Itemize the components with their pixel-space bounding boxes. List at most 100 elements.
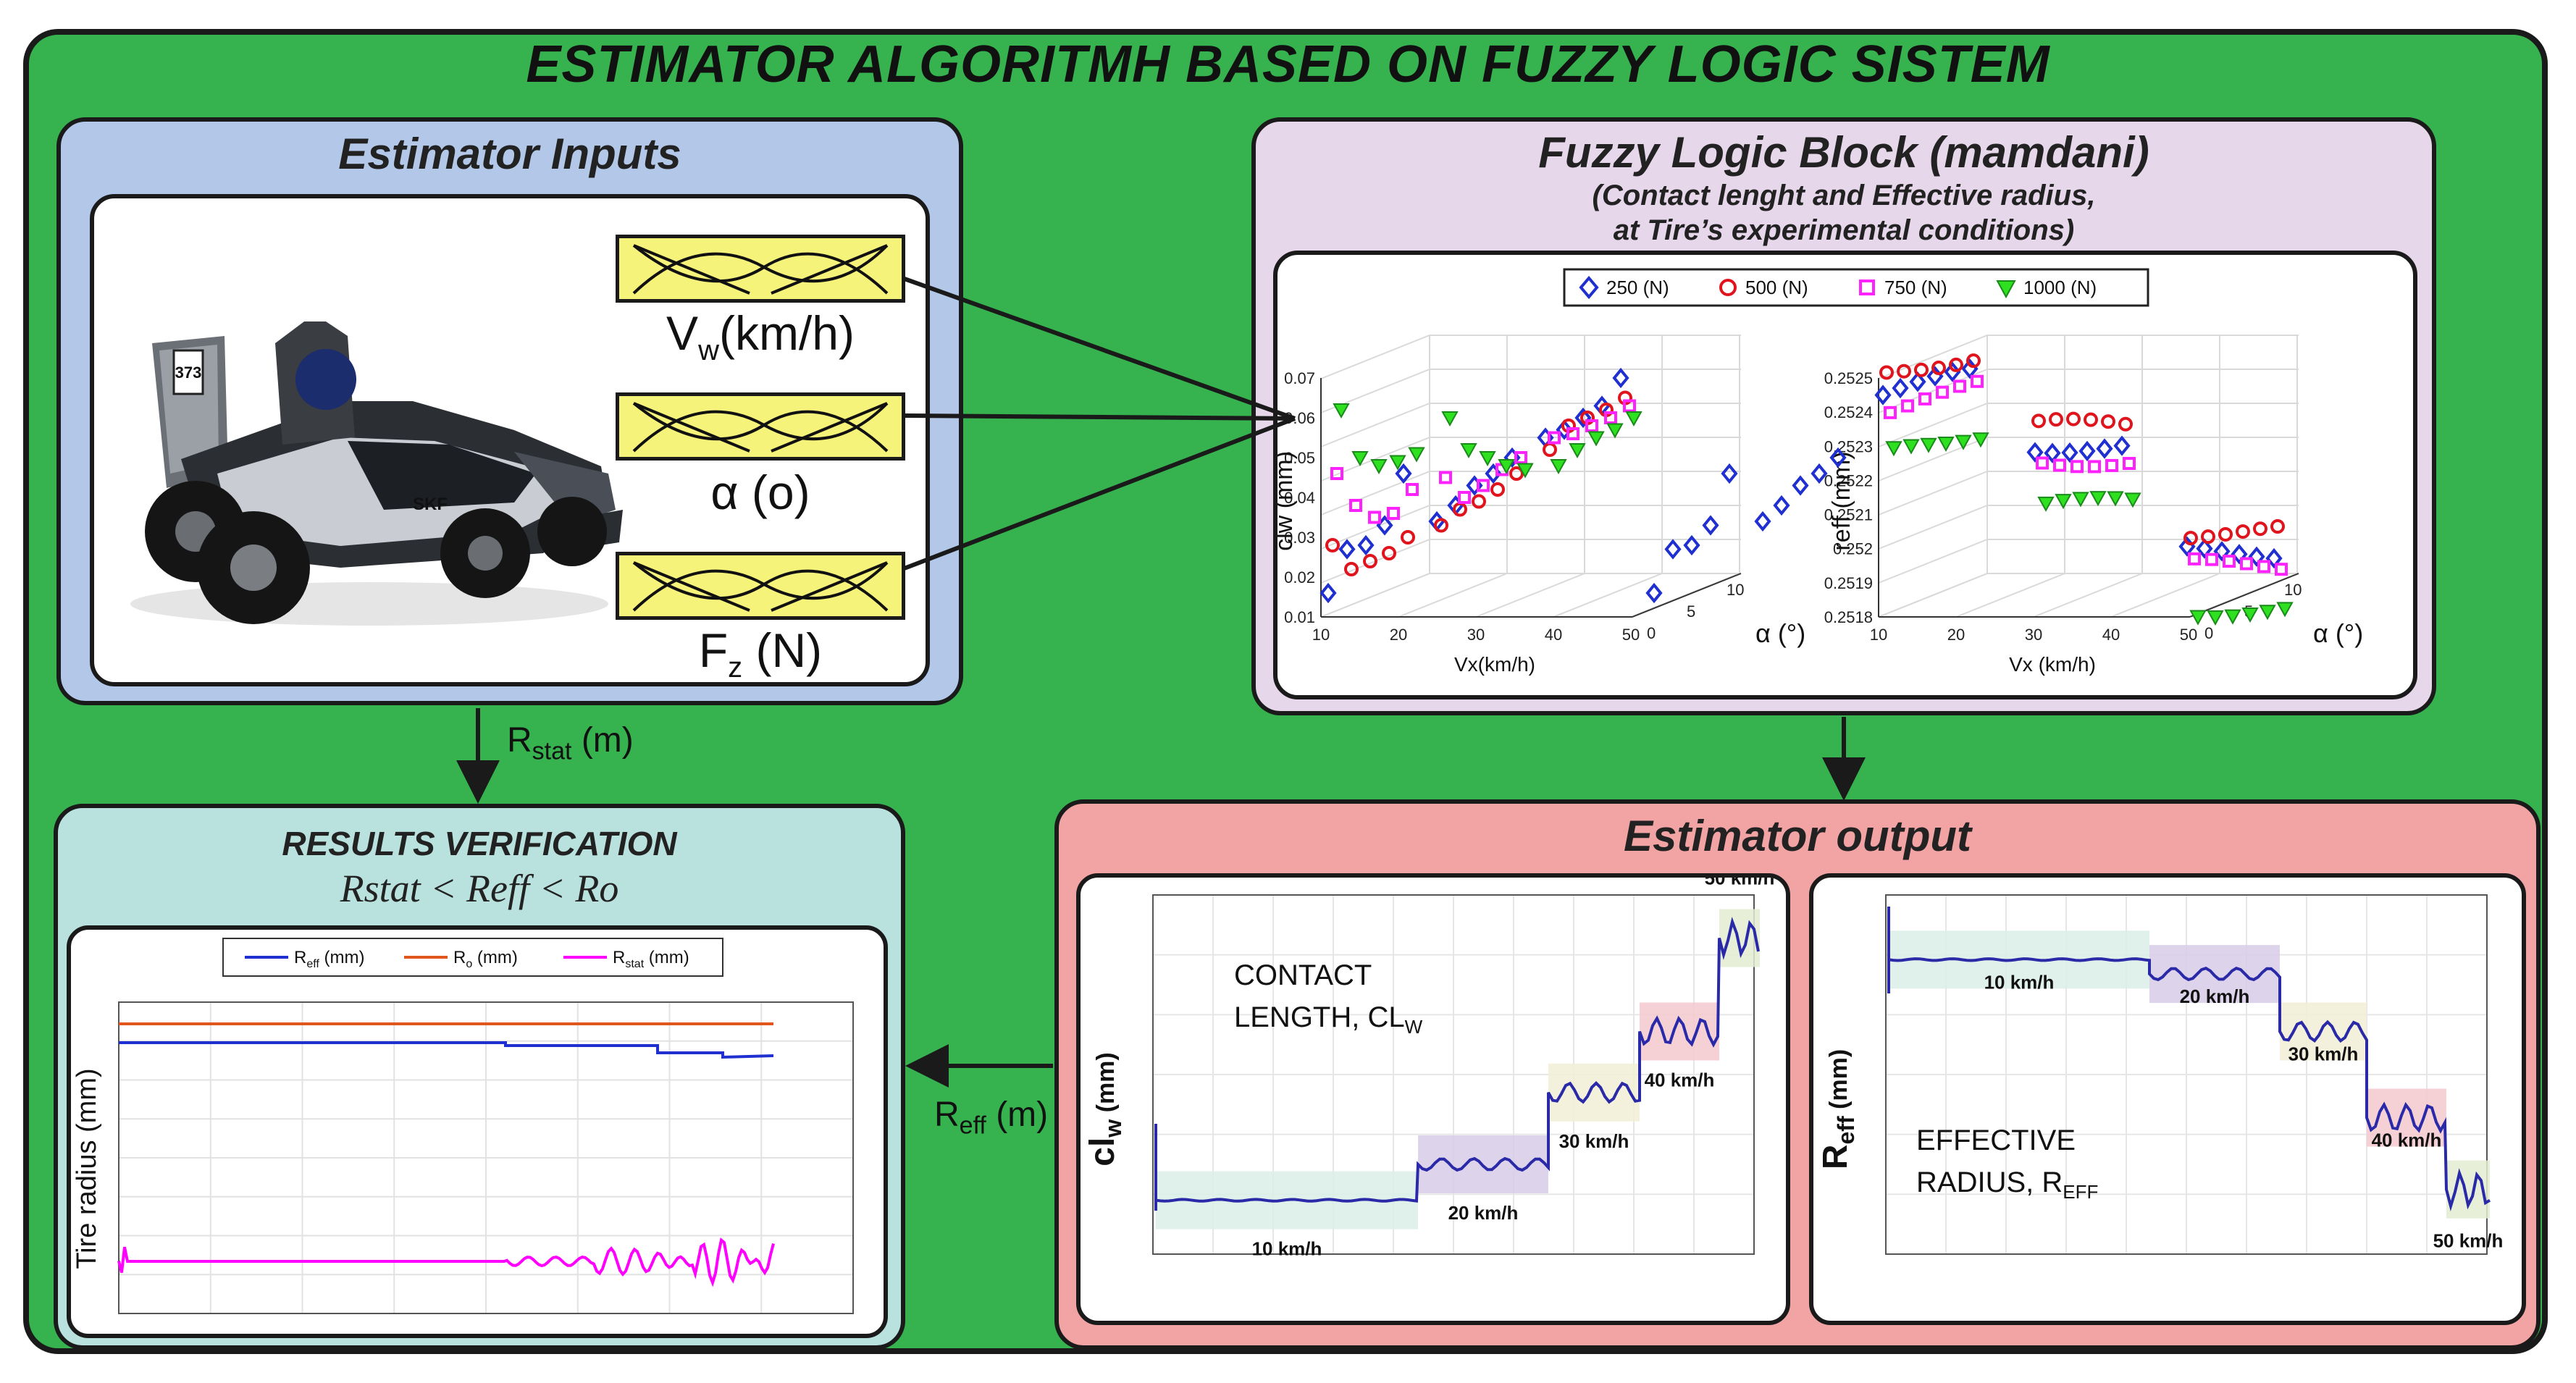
scatter-point-1000N: [1479, 451, 1496, 467]
scatter-point-1000N: [1333, 403, 1350, 419]
scatter-point-250N: [1395, 463, 1412, 484]
input-label-alpha: α (o): [616, 465, 905, 520]
scatter-point-250N: [2265, 547, 2283, 569]
results-verification-panel: RESULTS VERIFICATION Rstat < Reff < Ro R…: [54, 804, 905, 1350]
scatter-point-500N: [2253, 521, 2267, 537]
alpha-tick-label: 10: [1727, 581, 1744, 599]
scatter-point-750N: [2223, 555, 2236, 568]
legend-label: 1000 (N): [2023, 277, 2097, 298]
estimator-output-title: Estimator output: [1624, 812, 1971, 860]
scatter-point-250N: [2096, 438, 2113, 459]
mf-curves-icon: [632, 402, 889, 453]
scatter-point-750N: [1936, 385, 1949, 399]
scatter-point-1000N: [1550, 459, 1567, 475]
reff-main: R: [934, 1096, 960, 1134]
plot-frame: [1885, 894, 2488, 1255]
input-label-fz-name: F: [698, 623, 729, 677]
scatter-point-1000N: [2224, 609, 2241, 625]
x-tick-label: 20: [1947, 626, 1965, 644]
scatter-point-750N: [1623, 399, 1636, 413]
grid-line: [1878, 403, 1988, 447]
scatter-point-750N: [1458, 491, 1471, 504]
scatter-point-250N: [2044, 442, 2061, 463]
scatter-point-750N: [1439, 471, 1452, 484]
grid-line: [1878, 505, 1988, 550]
scatter-point-750N: [1368, 510, 1381, 524]
speed-band-4: [1719, 909, 1760, 967]
fuzzy-logic-subtitle-1: (Contact lenght and Effective radius,: [1592, 180, 2096, 211]
rstat-main: R: [507, 721, 532, 760]
scatter-point-1000N: [1389, 455, 1406, 471]
cl-annotation-main: LENGTH, CL: [1234, 1001, 1405, 1033]
x-tick-label: 30: [1467, 626, 1485, 644]
scatter-point-250N: [1556, 419, 1573, 440]
scatter-point-1000N: [1569, 443, 1586, 459]
scatter-point-500N: [1966, 353, 1981, 369]
scatter-point-750N: [2088, 460, 2101, 474]
y-tick-label: 0.2524: [1824, 403, 1873, 421]
speed-label-4: 50 km/h: [2433, 1230, 2504, 1252]
grid-line: [1553, 573, 1663, 618]
speed-label-2: 30 km/h: [1559, 1130, 1629, 1152]
speed-label-3: 40 km/h: [1645, 1069, 1715, 1090]
re-annotation-sub: EFF: [2063, 1181, 2099, 1203]
scatter-point-500N: [1344, 562, 1359, 576]
scatter-point-500N: [1325, 538, 1340, 552]
reff-sub: eff: [959, 1111, 986, 1140]
legend-label: 750 (N): [1884, 277, 1947, 298]
grid-line: [1955, 573, 2065, 618]
x-tick-label: 50: [2180, 626, 2197, 644]
legend-label: 250 (N): [1606, 277, 1669, 298]
scatter-point-250N: [1338, 539, 1356, 560]
race-car-image: 373 SKF: [130, 321, 623, 626]
scatter-point-500N: [1401, 530, 1415, 545]
cl-annotation-sub: W: [1404, 1016, 1423, 1038]
scatter-point-250N: [2113, 435, 2131, 456]
scatter-point-500N: [1472, 494, 1486, 509]
grid-line: [1878, 573, 1988, 618]
alpha-axis-label: α (°): [1755, 618, 1805, 648]
y-axis-label: clw (mm): [1083, 1052, 1126, 1166]
x-axis-label: Vx (km/h): [2009, 653, 2096, 676]
scatter-point-500N: [2101, 414, 2115, 429]
alpha-tick-label: 0: [2204, 624, 2213, 642]
alpha-tick-label: 10: [2284, 581, 2302, 599]
scatter-point-1000N: [2241, 607, 2259, 623]
y-tick-label: 0.252: [1833, 540, 1873, 558]
scatter-point-1000N: [1460, 443, 1477, 459]
x-tick-label: 10: [1312, 626, 1330, 644]
legend-label-1: Ro (mm): [453, 948, 518, 970]
alpha-axis-label: α (°): [2313, 618, 2363, 648]
scatter-point-1000N: [2037, 496, 2055, 512]
y-tick-label: 0.2525: [1824, 369, 1873, 387]
scatter-point-500N: [1363, 554, 1377, 568]
y-tick-label: 0.07: [1284, 369, 1315, 387]
scatter-point-250N: [2026, 442, 2044, 463]
x-axis-label: Vx(km/h): [1454, 653, 1535, 676]
scatter-point-250N: [1645, 582, 1663, 604]
scatter-point-1000N: [2189, 610, 2207, 626]
speed-label-0: 10 km/h: [1984, 971, 2055, 993]
y-tick-label: 0.06: [1284, 409, 1315, 427]
fuzzy-logic-subtitle-2: at Tire’s experimental conditions): [1613, 214, 2075, 246]
y-tick-label: 0.2521: [1824, 506, 1873, 524]
grid-line: [1878, 437, 1988, 482]
y-tick-label: 0.01: [1284, 608, 1315, 626]
scatter-point-750N: [2071, 460, 2084, 474]
scatter-point-1000N: [1937, 436, 1955, 453]
grid-line: [1320, 335, 1430, 379]
scatter-point-750N: [2257, 560, 2270, 573]
scatter-point-1000N: [1516, 463, 1534, 479]
grid-line: [1878, 335, 1988, 379]
rstat-arrow-label: Rstat (m): [507, 720, 634, 766]
grid-line: [1398, 573, 1508, 618]
estimate-line: [1888, 957, 2491, 1212]
scatter-point-750N: [1918, 392, 1931, 405]
reff-unit: (m): [986, 1096, 1049, 1134]
legend-label-2: Rstat (mm): [613, 948, 689, 970]
scatter-point-1000N: [2055, 494, 2072, 510]
effective-radius-chart: 10 km/h20 km/h30 km/h40 km/h50 km/hReff …: [1816, 894, 2504, 1255]
